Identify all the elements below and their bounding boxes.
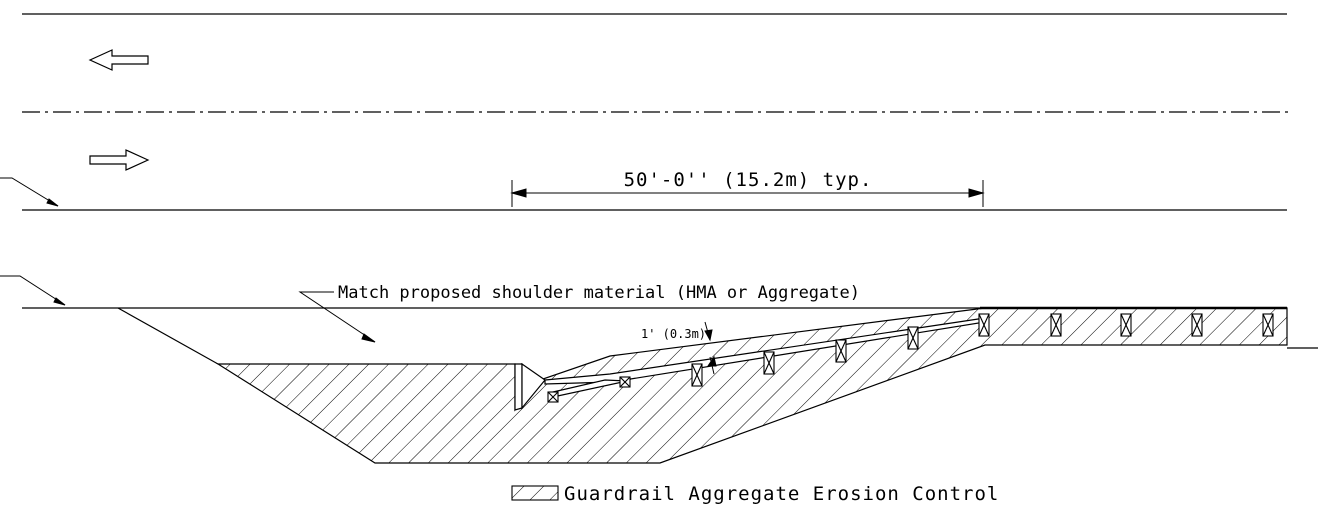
guardrail-post-icon <box>978 313 990 337</box>
guardrail-post-icon <box>1262 313 1274 337</box>
arrow-left-icon <box>88 49 149 71</box>
shoulder-note: Match proposed shoulder material (HMA or… <box>338 283 860 303</box>
depth-dimension-label: 1' (0.3m) <box>641 327 706 341</box>
guardrail-post-icon <box>763 351 775 375</box>
guardrail-post-icon <box>835 339 847 363</box>
legend-hatch-swatch <box>511 485 559 501</box>
guardrail-post-icon <box>547 391 559 403</box>
ground-lines <box>117 307 1318 365</box>
shoulder-note-leader <box>298 291 376 343</box>
guardrail-posts <box>547 313 1274 403</box>
legend-label: Guardrail Aggregate Erosion Control <box>564 483 999 505</box>
spacing-dimension <box>510 180 985 207</box>
erosion-control-section <box>215 307 1288 464</box>
guardrail-post-icon <box>691 363 703 387</box>
legend: Guardrail Aggregate Erosion Control <box>511 483 999 505</box>
guardrail-post-icon <box>907 326 919 350</box>
guardrail-post-icon <box>1120 313 1132 337</box>
depth-dimension <box>704 321 717 375</box>
cutout-triangle <box>514 363 523 411</box>
roadway <box>22 13 1290 310</box>
left-leaders <box>0 177 66 306</box>
guardrail-post-icon <box>1050 313 1062 337</box>
spacing-dimension-label: 50'-0'' (15.2m) typ. <box>624 169 873 191</box>
arrow-right-icon <box>89 149 150 171</box>
guardrail-post-icon <box>619 376 631 388</box>
terminal-anchor <box>521 362 546 410</box>
guardrail-post-icon <box>1191 313 1203 337</box>
